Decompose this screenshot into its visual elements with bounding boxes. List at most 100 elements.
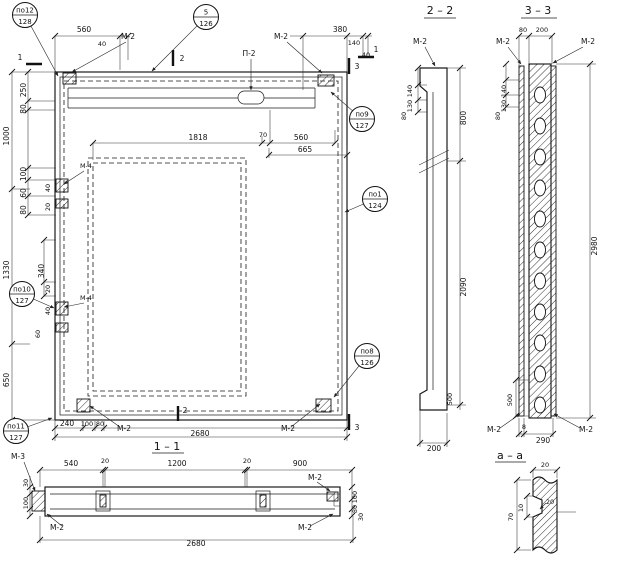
callout-leader	[344, 203, 364, 213]
dim-tick	[343, 424, 351, 432]
callout-position: 5	[204, 9, 208, 17]
dim-tick	[331, 139, 339, 147]
embed-left-lower-a	[55, 301, 69, 316]
slot-right-embed	[259, 494, 267, 508]
main-elevation-view	[11, 35, 374, 441]
dim-900-11: 900	[293, 459, 308, 468]
section-cut-marks	[26, 50, 374, 430]
break-joint-lines	[418, 149, 450, 174]
dim-tick	[40, 236, 48, 244]
dim-80-bottom: 80	[96, 420, 104, 428]
label-p2: П-2	[242, 49, 255, 58]
leader-line	[290, 403, 321, 428]
dim-tick	[502, 91, 510, 99]
embed-top-left	[62, 72, 77, 85]
label-m2-bottom-right: М-2	[281, 424, 295, 433]
dim-tick	[343, 151, 351, 159]
label-m2-top-right: М-2	[274, 32, 288, 41]
dim-250-left: 250	[19, 83, 28, 98]
profile-2-2	[419, 67, 448, 411]
dim-tick	[502, 60, 510, 68]
dim-70-aa: 70	[507, 513, 515, 521]
dim-tick	[549, 430, 557, 438]
dim-tick	[349, 536, 357, 544]
dim-tick	[24, 176, 32, 184]
dim-tick	[416, 439, 424, 447]
embed-bottom-left	[76, 398, 91, 413]
void-circle	[534, 148, 546, 166]
label-m2-22: М-2	[413, 37, 427, 46]
dim-30-11-left: 30	[22, 479, 30, 487]
dim-20-aa-inner: 20	[546, 498, 554, 506]
dim-tick	[414, 81, 422, 89]
dimension-lines-main	[11, 35, 372, 441]
title-3-3: 3 – 3	[525, 4, 552, 17]
joint-strip-right	[550, 65, 557, 417]
dim-70-inner: 70	[259, 131, 267, 139]
dim-100-left: 100	[19, 167, 28, 182]
dim-20-left: 20	[44, 285, 52, 293]
dim-tick	[24, 68, 32, 76]
label-m2-33-top-left: М-2	[496, 37, 510, 46]
leader-line	[507, 46, 522, 65]
sec-mark-2-bottom: 2	[183, 406, 188, 415]
dim-tick	[513, 546, 521, 554]
label-m4-top: М-4	[80, 162, 92, 170]
title-2-2: 2 – 2	[427, 4, 454, 17]
dim-tick	[101, 466, 109, 474]
dim-tick	[100, 424, 108, 432]
dim-240-bottom: 240	[60, 419, 75, 428]
panel-section-body	[528, 63, 552, 419]
dim-tick	[343, 32, 351, 40]
slot-left	[95, 490, 111, 512]
leader-line	[286, 41, 323, 74]
dim-340-left: 340	[37, 264, 46, 279]
leader-line	[63, 302, 85, 308]
dim-20-11-b: 20	[243, 457, 251, 465]
label-m3-11: М-3	[11, 452, 25, 461]
void-circle	[534, 117, 546, 135]
callout-leader	[27, 417, 53, 428]
dim-tick	[348, 495, 356, 503]
opening-outline	[87, 157, 247, 397]
dim-1818-inner: 1818	[188, 133, 207, 142]
position-callouts: по121285126по9127по1124по8126по10127по11…	[3, 2, 388, 444]
dim-tick	[553, 466, 561, 474]
dim-tick	[24, 164, 32, 172]
dim-tick	[265, 151, 273, 159]
dim-380-top: 380	[333, 25, 348, 34]
dim-tick	[348, 483, 356, 491]
dim-tick	[24, 192, 32, 200]
dim-200-33-top: 200	[536, 26, 548, 34]
dim-tick	[99, 466, 107, 474]
void-circle	[534, 365, 546, 383]
title-1-1: 1 – 1	[154, 440, 181, 453]
leader-line	[424, 46, 436, 67]
void-circle	[534, 179, 546, 197]
dim-tick	[456, 64, 464, 72]
dim-tick	[348, 466, 356, 474]
dimension-lines-a-a	[516, 469, 576, 551]
callout-sheet: 127	[355, 122, 368, 130]
leader-line	[552, 46, 584, 64]
dim-tick	[456, 401, 464, 409]
slot-left-embed	[99, 494, 107, 508]
ticks-and-leaders	[8, 32, 594, 554]
dim-tick	[91, 424, 99, 432]
dim-1200-11: 1200	[167, 459, 186, 468]
title-a-a: а – а	[497, 449, 523, 462]
leader-line	[71, 41, 127, 73]
callout-position: по12	[16, 7, 34, 15]
dim-200-22: 200	[427, 444, 442, 453]
dim-140-22: 140	[406, 85, 414, 97]
callout-position: по11	[7, 423, 25, 431]
dim-10-aa: 10	[517, 504, 525, 512]
dim-540-11: 540	[64, 459, 79, 468]
dim-tick	[502, 76, 510, 84]
dim-650-left: 650	[2, 373, 11, 388]
embed-right-end	[326, 491, 339, 502]
